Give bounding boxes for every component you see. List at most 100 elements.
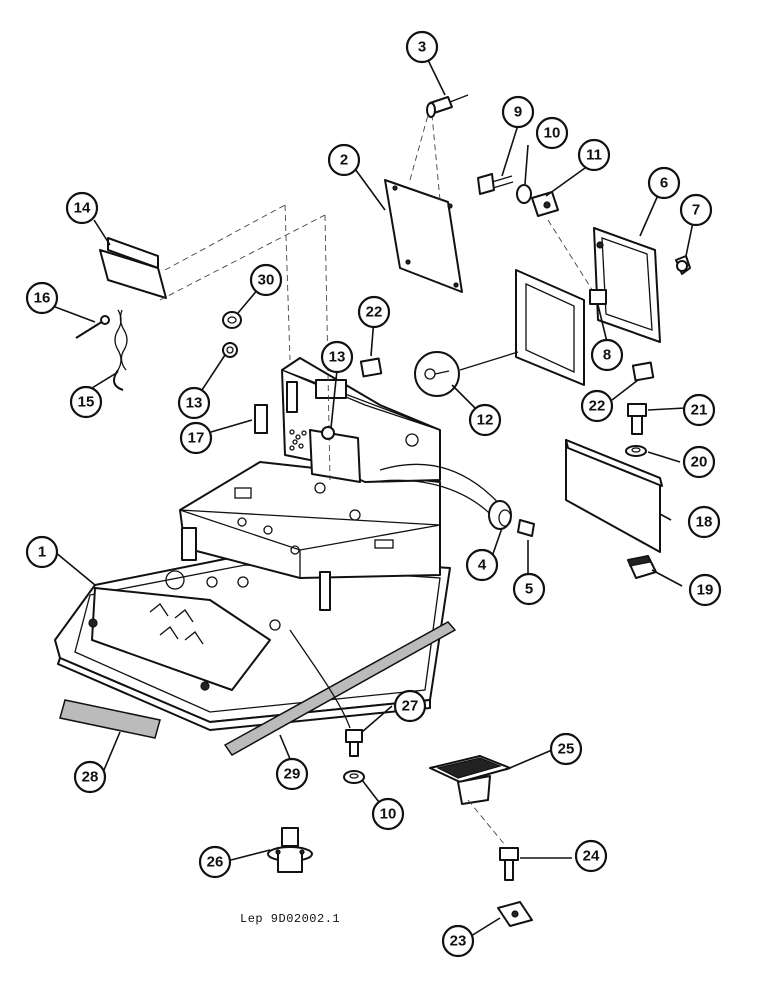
clamp-25 <box>429 755 511 846</box>
svg-text:20: 20 <box>691 454 708 471</box>
svg-text:4: 4 <box>478 557 487 574</box>
washer-10-bottom <box>343 770 365 784</box>
svg-text:15: 15 <box>78 394 95 411</box>
strip-28 <box>59 699 161 739</box>
callout-12: 12 <box>468 403 502 437</box>
callout-15: 15 <box>69 385 103 419</box>
callout-4: 4 <box>465 548 499 582</box>
callout-9: 9 <box>501 95 535 129</box>
bolt-9 <box>477 173 514 195</box>
svg-text:8: 8 <box>603 347 611 364</box>
window-frame-6 <box>593 227 661 343</box>
rubber-block-22a <box>359 357 383 378</box>
washer-10-top <box>516 184 532 204</box>
chain-15 <box>113 309 128 391</box>
svg-text:27: 27 <box>402 698 419 715</box>
callout-30: 30 <box>249 263 283 297</box>
svg-text:21: 21 <box>691 402 708 419</box>
svg-text:30: 30 <box>258 272 275 289</box>
svg-text:1: 1 <box>38 544 46 561</box>
svg-text:24: 24 <box>583 848 600 865</box>
svg-text:26: 26 <box>207 854 224 871</box>
callout-14: 14 <box>65 191 99 225</box>
svg-text:22: 22 <box>589 398 606 415</box>
glass-panel-12 <box>414 269 585 397</box>
callout-7: 7 <box>679 193 713 227</box>
callout-1: 1 <box>25 535 59 569</box>
upper-frame <box>165 461 441 631</box>
callout-13-left: 13 <box>177 386 211 420</box>
callout-21: 21 <box>682 393 716 427</box>
svg-text:17: 17 <box>188 430 205 447</box>
callout-24: 24 <box>574 839 608 873</box>
rubber-pad-17 <box>254 404 268 434</box>
callout-29: 29 <box>275 757 309 791</box>
pin-16 <box>75 315 110 339</box>
svg-text:3: 3 <box>418 39 426 56</box>
cover-18 <box>565 439 663 553</box>
clip-nut-11 <box>531 191 597 297</box>
svg-text:6: 6 <box>660 175 668 192</box>
svg-text:25: 25 <box>558 741 575 758</box>
latch-8 <box>589 289 607 305</box>
callout-23: 23 <box>441 924 475 958</box>
screw-5 <box>517 519 535 537</box>
callout-2: 2 <box>327 143 361 177</box>
svg-text:28: 28 <box>82 769 99 786</box>
callout-27: 27 <box>393 689 427 723</box>
svg-text:10: 10 <box>380 806 397 823</box>
svg-text:23: 23 <box>450 933 467 950</box>
svg-text:12: 12 <box>477 412 494 429</box>
callout-8: 8 <box>590 338 624 372</box>
svg-text:13: 13 <box>329 349 346 366</box>
callout-22-right: 22 <box>580 389 614 423</box>
bushing-13-left <box>222 342 238 358</box>
callout-22-top: 22 <box>357 295 391 329</box>
svg-text:5: 5 <box>525 581 533 598</box>
callout-19: 19 <box>688 573 722 607</box>
svg-text:2: 2 <box>340 152 348 169</box>
bushing-13-center <box>321 426 335 440</box>
washer-20 <box>625 445 647 457</box>
svg-text:18: 18 <box>696 514 713 531</box>
svg-text:14: 14 <box>74 200 91 217</box>
svg-text:11: 11 <box>586 147 602 164</box>
rubber-block-22b <box>631 361 655 382</box>
bolt-27 <box>289 629 363 757</box>
bolt-21 <box>627 403 647 435</box>
callout-6: 6 <box>647 166 681 200</box>
callout-26: 26 <box>198 845 232 879</box>
svg-text:13: 13 <box>186 395 203 412</box>
clip-nut-23 <box>497 901 533 927</box>
knob-7 <box>675 255 691 275</box>
drawing-reference-caption: Lep 9D02002.1 <box>240 912 341 926</box>
svg-text:10: 10 <box>544 125 561 142</box>
callout-13-center: 13 <box>320 340 354 374</box>
callout-10-bottom: 10 <box>371 797 405 831</box>
callout-11: 11 <box>577 138 611 172</box>
callout-5: 5 <box>512 572 546 606</box>
rivet-3 <box>426 94 469 118</box>
callout-20: 20 <box>682 445 716 479</box>
svg-text:19: 19 <box>697 582 714 599</box>
mount-26 <box>267 827 313 873</box>
callout-16: 16 <box>25 281 59 315</box>
svg-text:16: 16 <box>34 290 51 307</box>
bushing-30 <box>222 311 242 329</box>
callout-18: 18 <box>687 505 721 539</box>
sleeve-4 <box>488 500 512 530</box>
callout-10-top: 10 <box>535 116 569 150</box>
strip-29 <box>223 621 457 756</box>
callout-17: 17 <box>179 421 213 455</box>
svg-text:7: 7 <box>692 202 700 219</box>
svg-text:9: 9 <box>514 104 522 121</box>
svg-text:22: 22 <box>366 304 383 321</box>
base-plate <box>54 554 451 731</box>
callout-25: 25 <box>549 732 583 766</box>
tower-bracket <box>281 357 506 523</box>
callout-28: 28 <box>73 760 107 794</box>
callout-3: 3 <box>405 30 439 64</box>
cover-plate-2 <box>384 114 463 293</box>
bolt-24 <box>499 847 519 881</box>
